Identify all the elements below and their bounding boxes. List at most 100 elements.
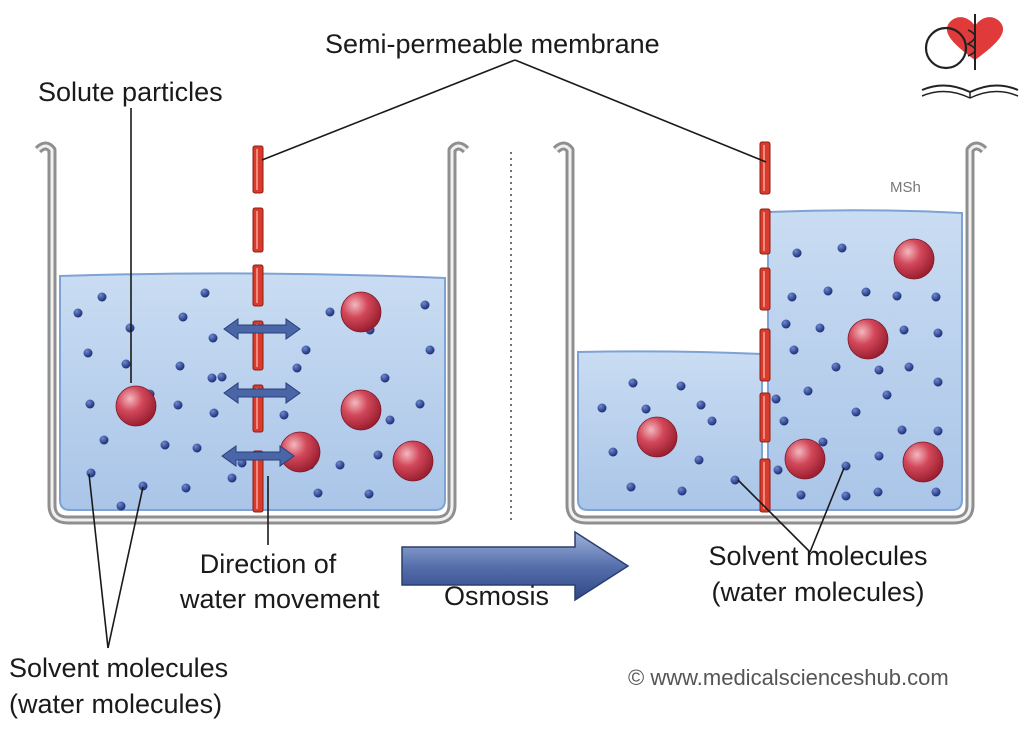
solvent-molecule <box>192 443 202 453</box>
solvent-molecule <box>73 308 83 318</box>
double-arrow <box>221 445 295 467</box>
membrane-right <box>759 141 771 513</box>
solute-particle <box>392 440 434 482</box>
solvent-molecule <box>200 288 210 298</box>
solvent-molecule <box>696 400 706 410</box>
solvent-molecule <box>781 319 791 329</box>
solvent-molecule <box>99 435 109 445</box>
solvent-molecule <box>837 243 847 253</box>
solvent-molecule <box>779 416 789 426</box>
solvent-molecule <box>933 426 943 436</box>
solvent-molecule <box>874 365 884 375</box>
solvent-left-label-line1: Solvent molecules <box>9 653 229 683</box>
solvent-molecule <box>420 300 430 310</box>
solvent-molecule <box>173 400 183 410</box>
double-arrow <box>223 382 301 404</box>
direction-label-line1: Direction of <box>199 549 337 579</box>
solvent-molecule <box>325 307 335 317</box>
solvent-molecule <box>626 482 636 492</box>
solvent-molecule <box>892 291 902 301</box>
solvent-molecule <box>628 378 638 388</box>
solute-label: Solute particles <box>38 77 223 107</box>
solvent-molecule <box>677 486 687 496</box>
solvent-molecule <box>597 403 607 413</box>
solvent-molecule <box>904 362 914 372</box>
solvent-right-label-line2: (water molecules) <box>711 577 925 607</box>
solvent-molecule <box>694 455 704 465</box>
solvent-molecule <box>227 473 237 483</box>
solvent-molecule <box>301 345 311 355</box>
solvent-molecule <box>831 362 841 372</box>
solvent-molecule <box>818 437 828 447</box>
solute-particles <box>115 238 944 483</box>
solvent-molecule <box>874 451 884 461</box>
right-water-high <box>767 209 963 511</box>
solvent-molecule <box>116 501 126 511</box>
osmosis-label: Osmosis <box>444 581 550 611</box>
solvent-molecule <box>160 440 170 450</box>
solvent-molecule <box>861 287 871 297</box>
solvent-molecule <box>641 404 651 414</box>
solvent-right-label-line1: Solvent molecules <box>708 541 928 571</box>
solvent-molecule <box>313 488 323 498</box>
solvent-molecule <box>773 465 783 475</box>
solvent-molecule <box>138 481 148 491</box>
solvent-molecule <box>335 460 345 470</box>
osmosis-arrow <box>401 530 630 602</box>
solvent-molecule <box>789 345 799 355</box>
solvent-molecule <box>803 386 813 396</box>
solvent-molecule <box>815 323 825 333</box>
solvent-molecule <box>676 381 686 391</box>
solvent-molecule <box>899 325 909 335</box>
solvent-molecule <box>86 468 96 478</box>
double-arrow <box>223 318 301 340</box>
solvent-molecule <box>771 394 781 404</box>
solvent-molecule <box>882 390 892 400</box>
solvent-molecule <box>897 425 907 435</box>
solvent-molecules <box>73 243 943 511</box>
solute-particle <box>636 416 678 458</box>
right-beaker <box>552 141 988 525</box>
solvent-molecule <box>178 312 188 322</box>
solute-particle <box>893 238 935 280</box>
solvent-molecule <box>181 483 191 493</box>
solvent-molecule <box>364 489 374 499</box>
solute-particle <box>902 441 944 483</box>
solvent-molecule <box>121 359 131 369</box>
leader-lines <box>88 59 845 649</box>
solvent-molecule <box>931 292 941 302</box>
solvent-molecule <box>823 286 833 296</box>
solvent-molecule <box>97 292 107 302</box>
solvent-molecule <box>707 416 717 426</box>
solvent-molecule <box>425 345 435 355</box>
solvent-molecule <box>933 377 943 387</box>
solvent-molecule <box>933 328 943 338</box>
solute-particle <box>847 318 889 360</box>
solvent-molecule <box>851 407 861 417</box>
watermark-label: MSh <box>890 179 921 196</box>
solvent-molecule <box>175 361 185 371</box>
solvent-molecule <box>373 450 383 460</box>
solvent-molecule <box>380 373 390 383</box>
solvent-molecule <box>83 348 93 358</box>
solute-particle <box>340 389 382 431</box>
solvent-molecule <box>873 487 883 497</box>
solute-particle <box>340 291 382 333</box>
solvent-molecule <box>730 475 740 485</box>
solvent-molecule <box>125 323 135 333</box>
solvent-molecule <box>608 447 618 457</box>
solvent-molecule <box>415 399 425 409</box>
solvent-molecule <box>237 458 247 468</box>
solvent-molecule <box>209 408 219 418</box>
solvent-molecule <box>787 292 797 302</box>
solvent-left-label-line2: (water molecules) <box>9 689 223 719</box>
solvent-molecule <box>292 363 302 373</box>
solvent-molecule <box>841 491 851 501</box>
solvent-molecule <box>931 487 941 497</box>
solvent-molecule <box>85 399 95 409</box>
solvent-molecule <box>208 333 218 343</box>
copyright-label: © www.medicalscienceshub.com <box>628 665 949 690</box>
membrane-label: Semi-permeable membrane <box>325 29 660 59</box>
